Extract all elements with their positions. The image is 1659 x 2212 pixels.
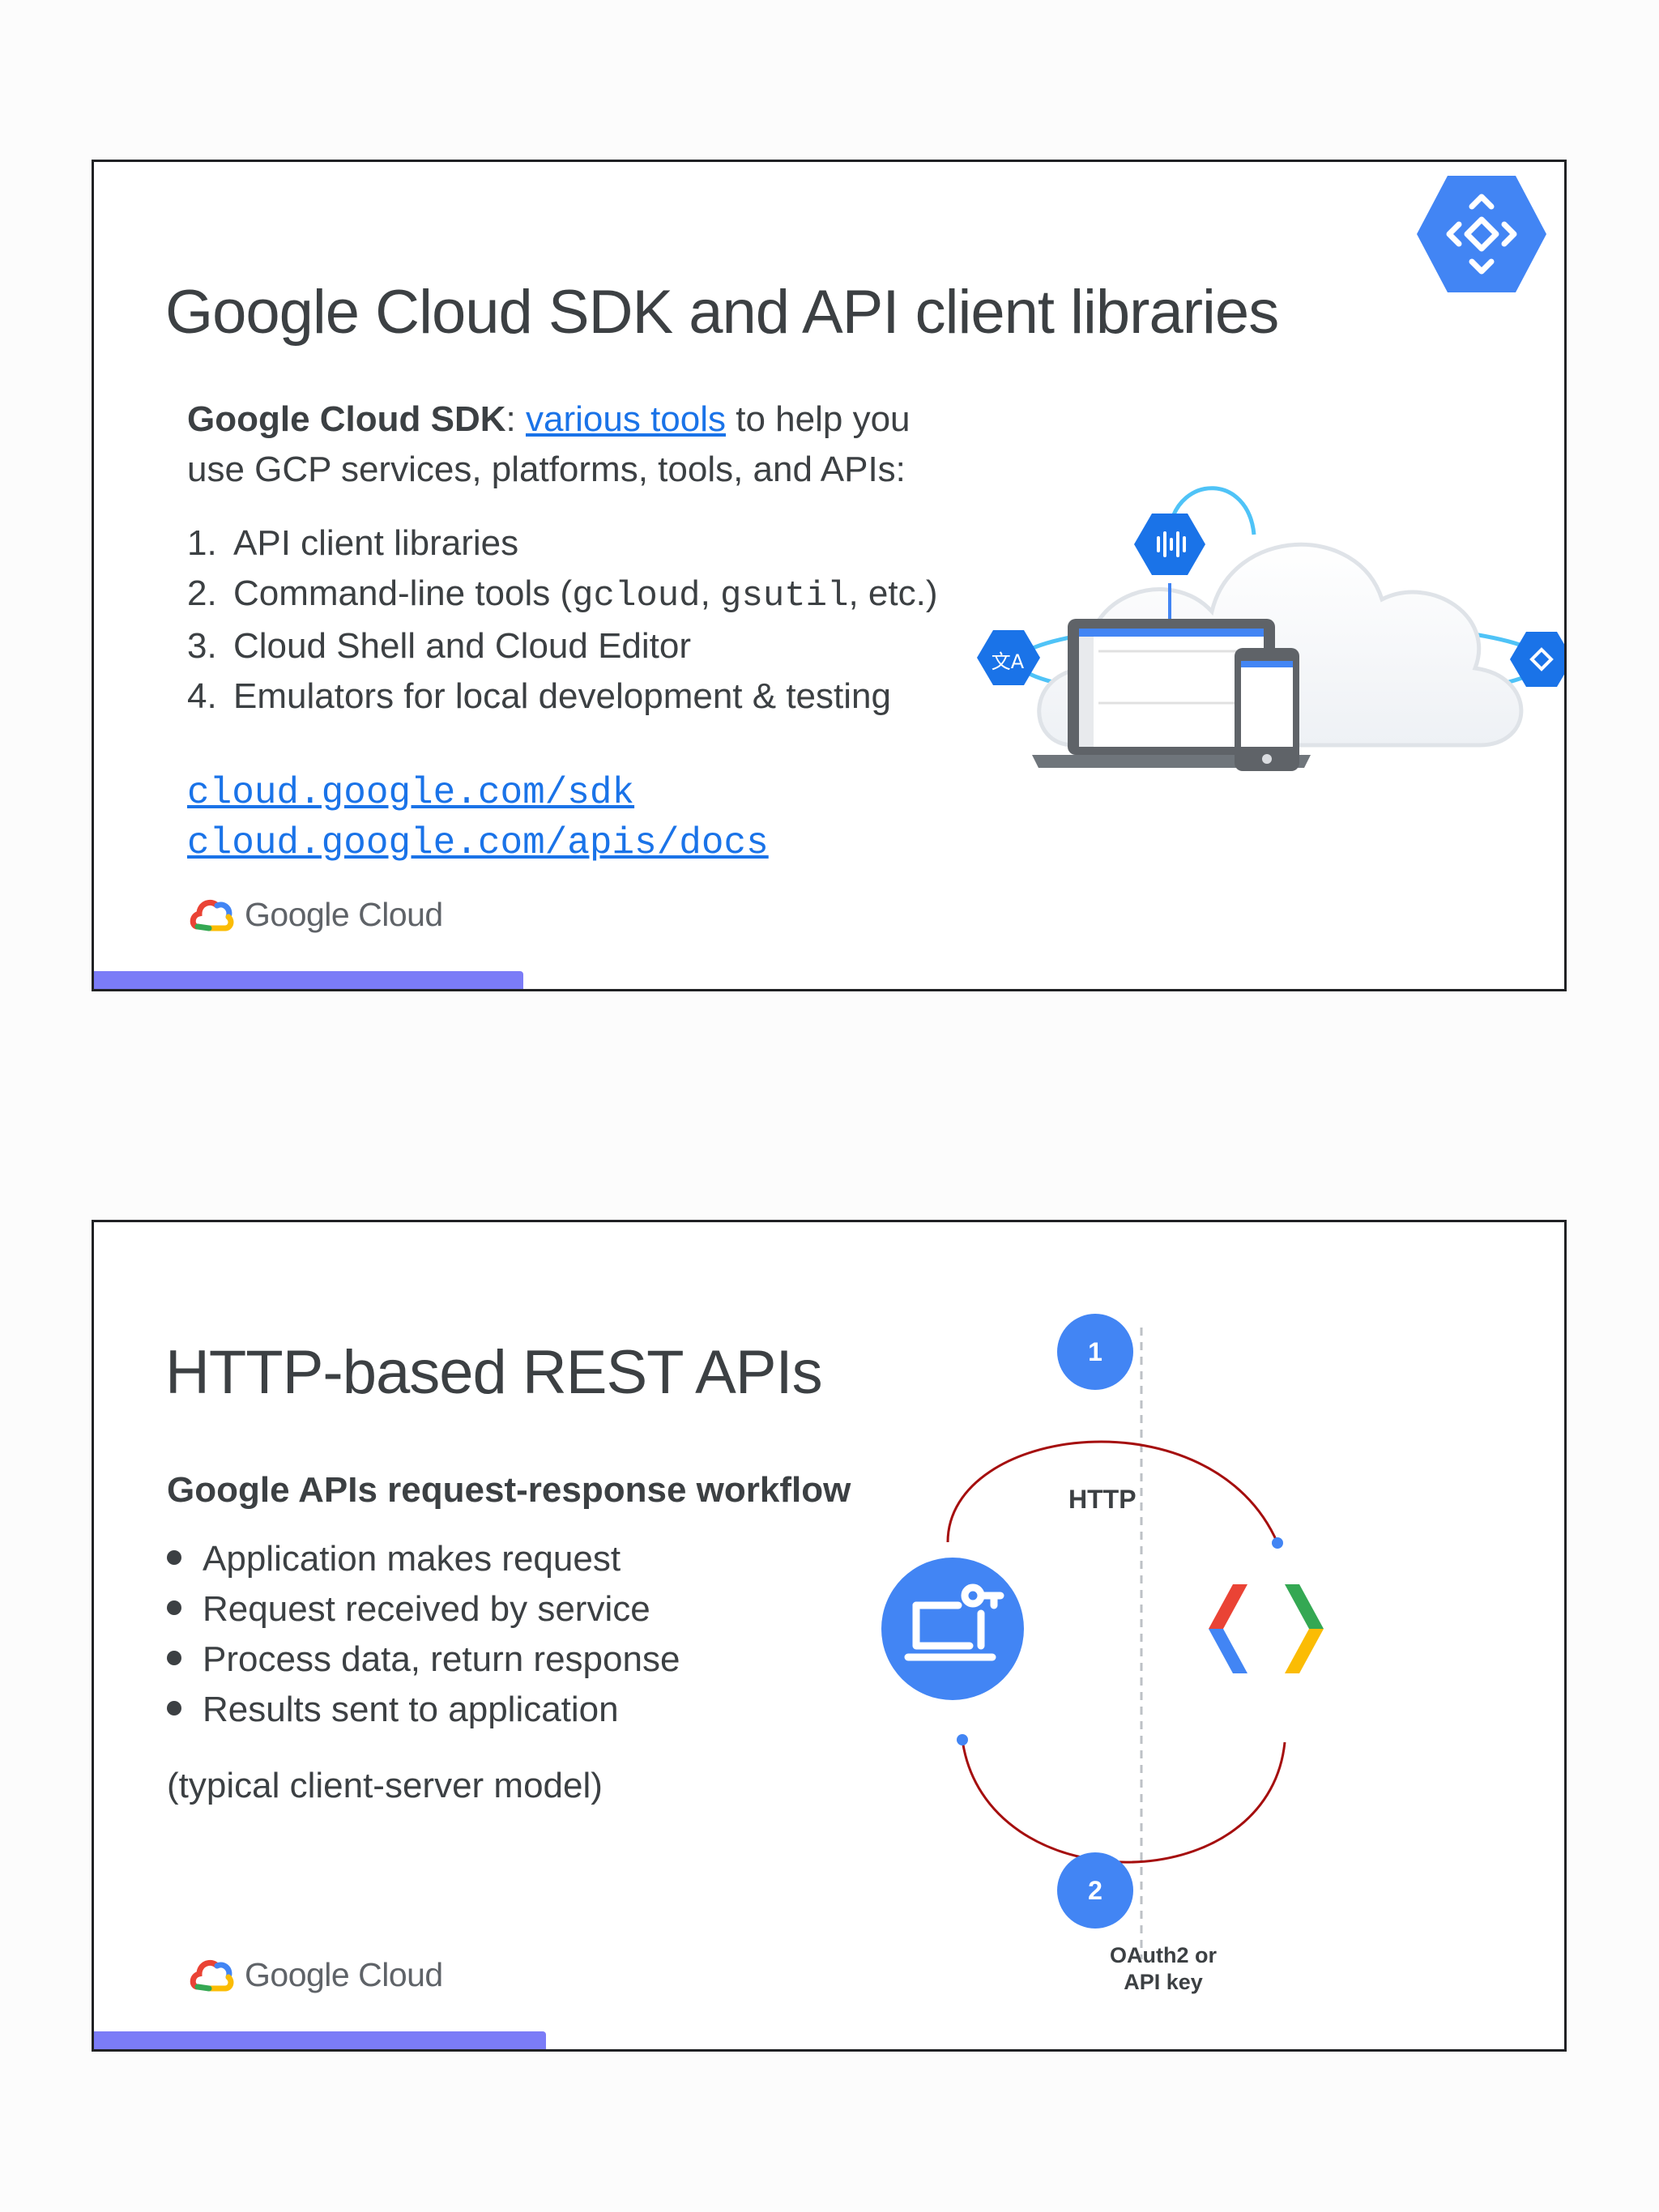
apis-docs-url-link[interactable]: cloud.google.com/apis/docs — [187, 822, 769, 864]
colon: : — [505, 399, 516, 439]
list-item: 1.API client libraries — [187, 523, 519, 563]
list-item: 4.Emulators for local development & test… — [187, 676, 891, 716]
bullet-icon — [167, 1701, 181, 1716]
bullet-icon — [167, 1600, 181, 1616]
google-apis-icon — [1209, 1584, 1324, 1673]
step-1-badge: 1 — [1057, 1314, 1133, 1390]
sdk-intro-line2: use GCP services, platforms, tools, and … — [187, 450, 906, 489]
translate-icon-label: 文A — [992, 650, 1025, 673]
list-item: Request received by service — [167, 1584, 680, 1634]
cloud-devices-illustration: 文A — [977, 486, 1564, 771]
google-cloud-icon — [190, 899, 234, 931]
workflow-steps-list: Application makes request Request receiv… — [167, 1534, 680, 1735]
client-application-icon — [881, 1558, 1024, 1700]
slide-title: HTTP-based REST APIs — [165, 1338, 823, 1407]
list-item: Application makes request — [167, 1534, 680, 1584]
logo-wordmark: Google Cloud — [245, 1956, 443, 1993]
intro-after-link: to help you — [726, 399, 911, 439]
bullet-icon — [167, 1550, 181, 1566]
bullet-icon — [167, 1651, 181, 1666]
sdk-intro-line1: Google Cloud SDK: various tools to help … — [187, 394, 911, 445]
google-cloud-logo: Google Cloud — [190, 1956, 443, 1994]
workflow-subtitle: Google APIs request-response workflow — [167, 1470, 851, 1510]
slide-sdk: Google Cloud SDK and API client librarie… — [92, 160, 1567, 991]
gcloud-code: gcloud — [572, 576, 701, 616]
request-response-diagram — [946, 1328, 1286, 1959]
list-item: 2.Command-line tools (gcloud, gsutil, et… — [187, 573, 938, 616]
accent-bar — [94, 2031, 546, 2049]
gsutil-code: gsutil — [720, 576, 849, 616]
auth-label: OAuth2 or API key — [1110, 1943, 1217, 1994]
sdk-label: Google Cloud SDK — [187, 399, 506, 439]
list-item: 3.Cloud Shell and Cloud Editor — [187, 626, 692, 666]
various-tools-link[interactable]: various tools — [526, 399, 727, 439]
logo-wordmark: Google Cloud — [245, 896, 443, 933]
google-cloud-icon — [190, 1959, 234, 1991]
slide-title: Google Cloud SDK and API client librarie… — [165, 278, 1279, 347]
sdk-url-link[interactable]: cloud.google.com/sdk — [187, 772, 635, 814]
accent-bar — [94, 971, 523, 989]
slide-rest-apis: HTTP-based REST APIs Google APIs request… — [92, 1220, 1567, 2052]
list-item: Results sent to application — [167, 1685, 680, 1735]
model-note: (typical client-server model) — [167, 1766, 603, 1805]
http-label: HTTP — [1068, 1485, 1137, 1514]
google-cloud-logo: Google Cloud — [190, 896, 443, 934]
api-gateway-hex-icon — [1417, 176, 1546, 292]
list-item: Process data, return response — [167, 1634, 680, 1685]
tools-list: 1.API client libraries 2.Command-line to… — [187, 518, 938, 722]
step-2-badge: 2 — [1057, 1852, 1133, 1929]
